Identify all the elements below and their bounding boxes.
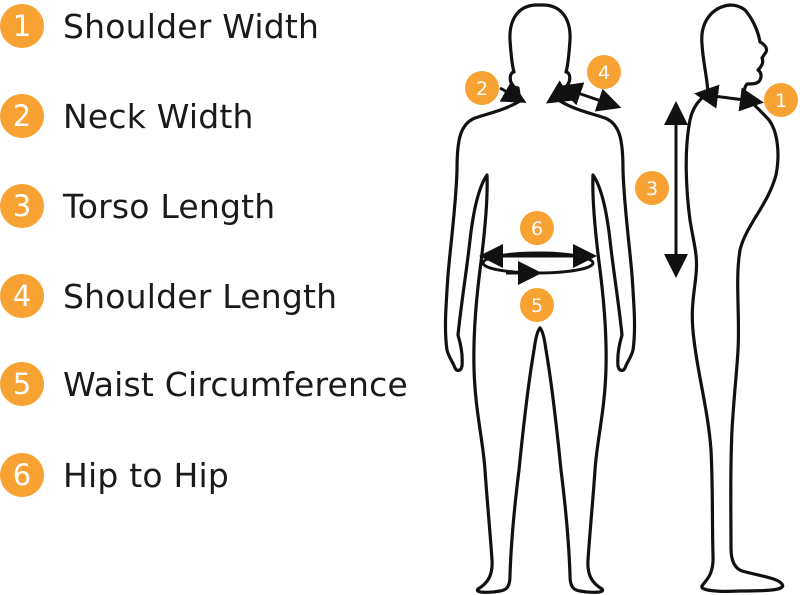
number-badge-3: 3 xyxy=(0,184,44,228)
figures-svg: 2 4 6 5 1 3 xyxy=(443,3,798,594)
number-badge-5: 5 xyxy=(0,362,44,406)
front-body-outline xyxy=(443,3,637,594)
number-badge-4: 4 xyxy=(0,274,44,318)
legend-item-shoulder-width: 1 Shoulder Width xyxy=(0,3,319,49)
callout-front-neck: 2 xyxy=(476,78,488,100)
legend-label-hip-to-hip: Hip to Hip xyxy=(63,455,229,495)
number-badge-1: 1 xyxy=(0,4,44,48)
callout-circle-front-hip xyxy=(520,211,554,245)
callout-side-torso: 3 xyxy=(646,178,658,200)
legend-item-hip-to-hip: 6 Hip to Hip xyxy=(0,452,229,498)
side-shoulder-arrow xyxy=(694,84,764,112)
callout-front-hip: 6 xyxy=(531,218,543,240)
legend-label-neck-width: Neck Width xyxy=(63,96,254,136)
legend-item-waist-circumference: 5 Waist Circumference xyxy=(0,361,408,407)
front-neck-arrow-left xyxy=(499,80,527,103)
callout-circle-side-torso xyxy=(635,171,669,205)
legend-label-shoulder-width: Shoulder Width xyxy=(63,6,320,46)
callout-circle-side-shoulder xyxy=(764,83,798,117)
measurement-legend: 1 Shoulder Width 2 Neck Width 3 Torso Le… xyxy=(0,3,408,498)
callout-circle-front-neck xyxy=(465,71,499,105)
legend-item-torso-length: 3 Torso Length xyxy=(0,183,275,229)
number-badge-2: 2 xyxy=(0,94,44,138)
legend-item-shoulder-length: 4 Shoulder Length xyxy=(0,273,337,319)
callout-circle-front-waist xyxy=(520,288,554,322)
front-shoulder-length-arrow xyxy=(557,82,622,112)
callout-side-shoulder: 1 xyxy=(775,90,787,112)
body-measurement-figures: 2 4 6 5 1 3 xyxy=(430,0,800,595)
legend-label-torso-length: Torso Length xyxy=(63,186,276,226)
legend-label-shoulder-length: Shoulder Length xyxy=(63,276,338,316)
number-badge-6: 6 xyxy=(0,453,44,497)
legend-label-waist-circumference: Waist Circumference xyxy=(63,364,409,404)
callout-circle-front-shoulder xyxy=(587,55,621,89)
legend-item-neck-width: 2 Neck Width xyxy=(0,93,254,139)
side-body-outline xyxy=(684,3,785,593)
callout-front-waist: 5 xyxy=(531,295,543,317)
callout-front-shoulder: 4 xyxy=(598,62,610,84)
